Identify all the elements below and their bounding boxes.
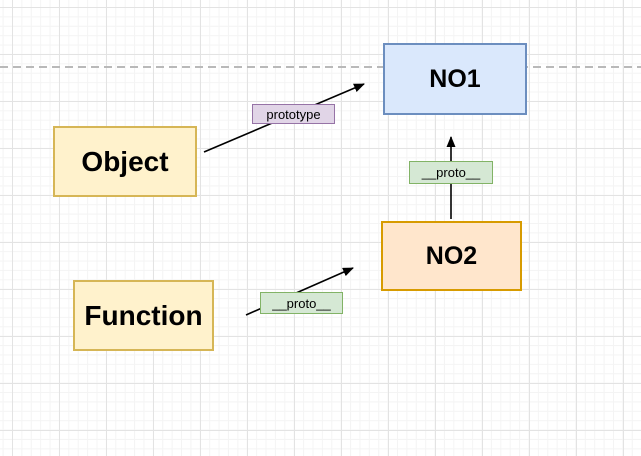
dashed-guide-line (0, 66, 641, 68)
node-object-label: Object (81, 145, 169, 177)
node-no1-label: NO1 (429, 64, 481, 93)
edge-label-proto-function-no2[interactable]: __proto__ (260, 292, 343, 314)
edge-label-prototype[interactable]: prototype (252, 104, 335, 124)
edge-label-proto-function-no2-text: __proto__ (272, 295, 331, 311)
edge-label-prototype-text: prototype (266, 106, 321, 122)
node-no1[interactable]: NO1 (383, 43, 527, 115)
edge-label-proto-no2-no1-text: __proto__ (421, 165, 481, 180)
node-no2-label: NO2 (425, 241, 478, 270)
node-function[interactable]: Function (73, 280, 214, 351)
node-function-label: Function (84, 299, 203, 331)
node-object[interactable]: Object (53, 126, 197, 197)
node-no2[interactable]: NO2 (381, 221, 522, 291)
edge-label-proto-no2-no1[interactable]: __proto__ (409, 161, 493, 184)
